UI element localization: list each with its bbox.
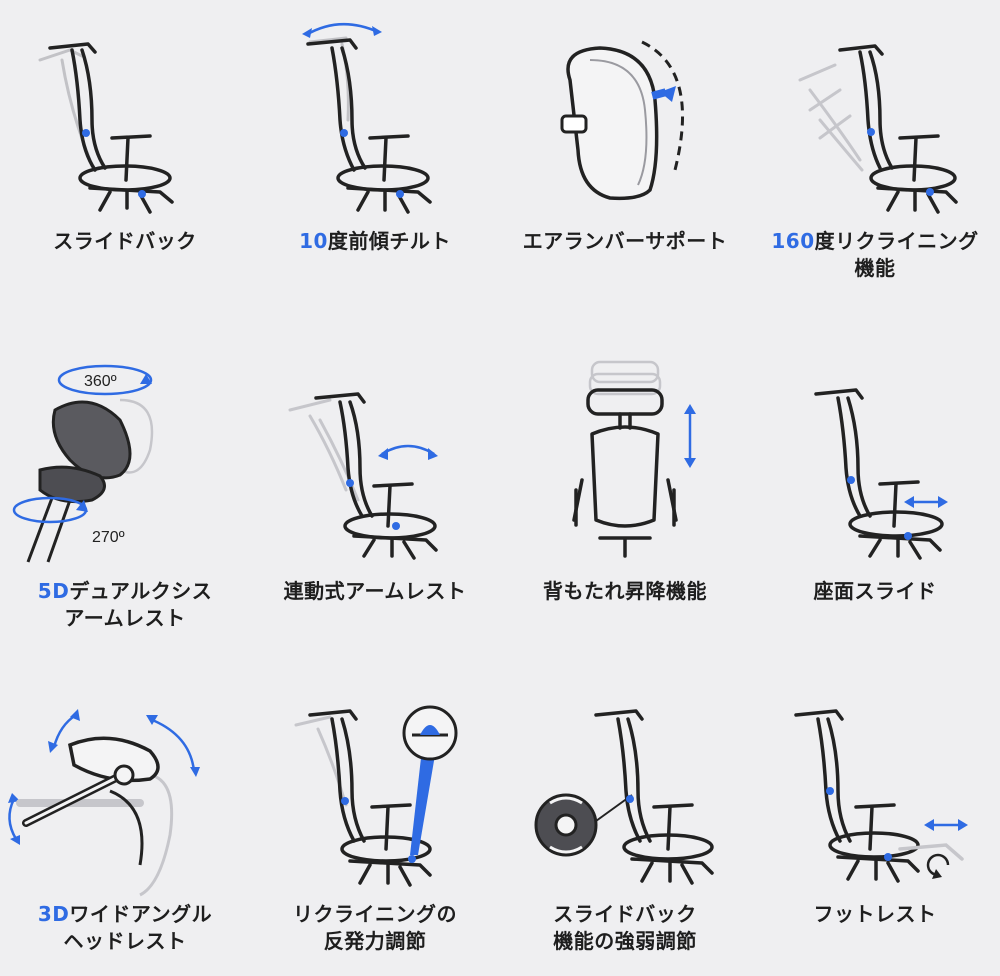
linked-armrest-icon <box>250 350 500 580</box>
feature-label: 10度前傾チルト <box>299 229 451 253</box>
chair-slide-back-icon <box>0 20 250 250</box>
feature-label: 座面スライド <box>813 579 937 603</box>
chair-recline-icon <box>750 20 1000 250</box>
slide-tension-knob-icon <box>500 695 750 925</box>
feature-label: リクライニングの 反発力調節 <box>293 902 457 953</box>
rotation-360-label: 360º <box>84 373 117 390</box>
feature-label: 背もたれ昇降機能 <box>543 579 707 603</box>
feature-label: 3Dワイドアングル ヘッドレスト <box>37 902 213 953</box>
feature-label: スライドバック <box>53 229 197 253</box>
feature-label: 連動式アームレスト <box>283 579 467 603</box>
rotation-270-label: 270º <box>92 529 125 546</box>
footrest-icon <box>750 695 1000 925</box>
recline-tension-icon <box>250 695 500 925</box>
feature-label: 5Dデュアルクシス アームレスト <box>37 579 213 630</box>
chair-tilt-icon <box>250 20 500 250</box>
armrest-rotate-icon: 360º 270º <box>0 350 250 580</box>
backrest-height-icon <box>500 350 750 580</box>
feature-label: エアランバーサポート <box>522 229 728 253</box>
air-lumbar-support-icon <box>500 20 750 250</box>
feature-label: スライドバック 機能の強弱調節 <box>553 902 697 953</box>
headrest-angle-icon <box>0 695 250 925</box>
seat-slide-icon <box>750 350 1000 580</box>
feature-label: 160度リクライニング 機能 <box>771 229 979 280</box>
feature-label: フットレスト <box>813 902 937 926</box>
